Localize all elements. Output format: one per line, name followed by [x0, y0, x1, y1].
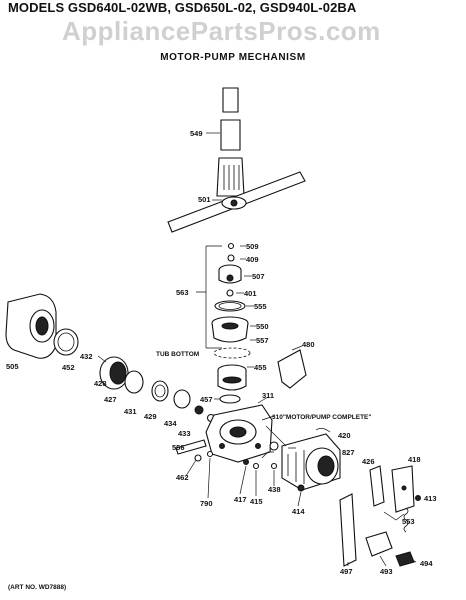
label-431: 431	[124, 407, 137, 416]
housing-505	[5, 293, 57, 359]
part-434	[194, 405, 204, 415]
ring-429	[173, 389, 191, 409]
part-415	[252, 462, 260, 470]
label-497: 497	[340, 567, 353, 576]
label-557: 557	[256, 336, 269, 345]
label-457: 457	[200, 395, 213, 404]
leader-lines	[196, 132, 405, 521]
part-409	[227, 254, 235, 262]
label-452: 452	[62, 363, 75, 372]
tub-bottom-note: TUB BOTTOM	[156, 351, 199, 358]
part-462	[194, 454, 202, 462]
models-header: MODELS GSD640L-02WB, GSD650L-02, GSD940L…	[8, 0, 357, 15]
label-414: 414	[292, 507, 305, 516]
part-labels: 549 501 509 409 563 507 401 555 550 557 …	[6, 129, 437, 576]
label-417: 417	[234, 495, 247, 504]
part-790	[206, 450, 214, 458]
label-509: 509	[246, 242, 259, 251]
label-549: 549	[190, 129, 203, 138]
label-427: 427	[104, 395, 117, 404]
pump-body-311	[205, 404, 273, 463]
part-413	[415, 495, 421, 501]
bracket-497	[339, 493, 357, 567]
spring-553	[403, 507, 409, 533]
label-415: 415	[250, 497, 263, 506]
part-494	[395, 551, 415, 567]
part-417	[243, 459, 249, 465]
label-433: 433	[178, 429, 191, 438]
ring-427	[124, 370, 144, 394]
label-418: 418	[408, 455, 421, 464]
label-501: 501	[198, 195, 211, 204]
impeller-455	[217, 364, 247, 391]
label-420: 420	[338, 431, 351, 440]
label-553: 553	[402, 517, 415, 526]
label-827: 827	[342, 448, 355, 457]
part-493	[365, 531, 393, 557]
label-493: 493	[380, 567, 393, 576]
tube-556	[175, 439, 207, 455]
part-509	[227, 242, 235, 250]
label-555: 555	[254, 302, 267, 311]
spray-arm-501	[167, 171, 306, 233]
part-827	[269, 441, 279, 451]
part-414	[297, 484, 305, 492]
bracket-480	[277, 349, 307, 389]
diagram-title: MOTOR-PUMP MECHANISM	[160, 52, 306, 63]
label-480: 480	[302, 340, 315, 349]
ring-457	[219, 394, 241, 404]
hub-507	[218, 264, 242, 284]
label-434: 434	[164, 419, 177, 428]
label-429: 429	[144, 412, 157, 421]
motor	[281, 433, 341, 491]
part-438	[270, 462, 278, 470]
label-401: 401	[244, 289, 257, 298]
lower-leaders	[185, 457, 417, 567]
tub-bottom-gasket	[213, 347, 251, 359]
bracket-426	[369, 465, 385, 507]
label-550: 550	[256, 322, 269, 331]
label-790: 790	[200, 499, 213, 508]
ring-431	[151, 380, 169, 402]
label-428: 428	[94, 379, 107, 388]
label-507: 507	[252, 272, 265, 281]
label-462: 462	[176, 473, 189, 482]
label-409: 409	[246, 255, 259, 264]
part-401	[226, 289, 234, 297]
art-number: (ART NO. WD7888)	[8, 584, 67, 591]
label-413: 413	[424, 494, 437, 503]
label-432: 432	[80, 352, 93, 361]
label-438: 438	[268, 485, 281, 494]
label-426: 426	[362, 457, 375, 466]
motor-pump-complete-note: 310"MOTOR/PUMP COMPLETE"	[272, 414, 371, 421]
label-505: 505	[6, 362, 19, 371]
label-455: 455	[254, 363, 267, 372]
screen-428	[97, 355, 129, 390]
housing-550	[211, 316, 249, 343]
label-556: 556	[172, 443, 185, 452]
label-563: 563	[176, 288, 189, 297]
label-494: 494	[420, 559, 433, 568]
spray-tower-549	[216, 87, 245, 197]
wire-420	[315, 428, 331, 433]
label-311: 311	[262, 391, 274, 400]
watermark: AppliancePartsPros.com	[62, 16, 381, 46]
